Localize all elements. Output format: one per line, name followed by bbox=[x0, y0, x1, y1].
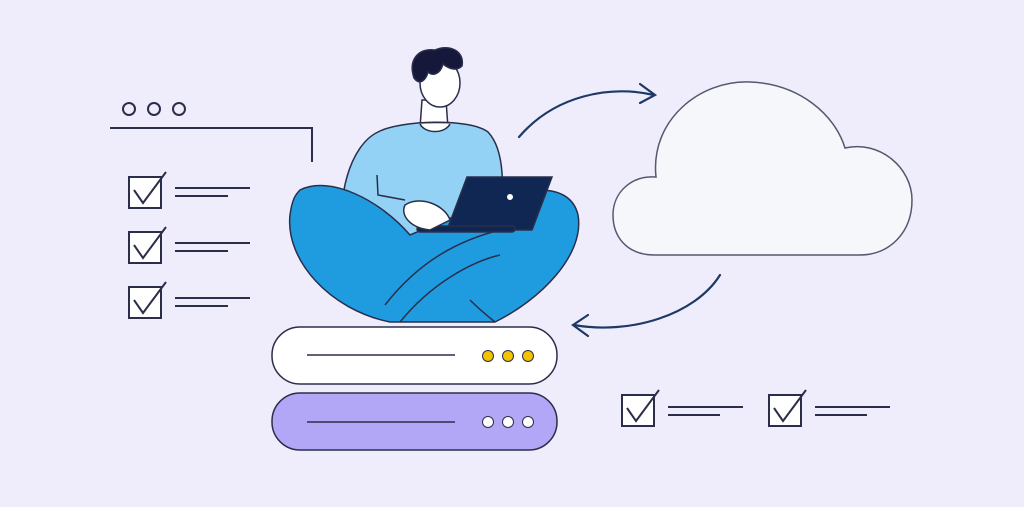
checkbox-checked-icon bbox=[128, 281, 250, 319]
checkbox-checked-icon bbox=[768, 389, 890, 427]
cloud-icon bbox=[612, 81, 913, 256]
checklist-bottom-right bbox=[621, 389, 890, 427]
server-icon bbox=[271, 326, 558, 385]
window-dots-icon bbox=[110, 102, 313, 162]
sync-arrow-icon bbox=[517, 82, 722, 338]
laptop-icon bbox=[416, 176, 554, 233]
checkbox-checked-icon bbox=[128, 171, 250, 209]
checkbox-checked-icon bbox=[128, 226, 250, 264]
server-icon bbox=[271, 392, 558, 451]
checklist-left bbox=[128, 171, 250, 319]
person-illustration bbox=[288, 46, 580, 323]
checkbox-checked-icon bbox=[621, 389, 743, 427]
